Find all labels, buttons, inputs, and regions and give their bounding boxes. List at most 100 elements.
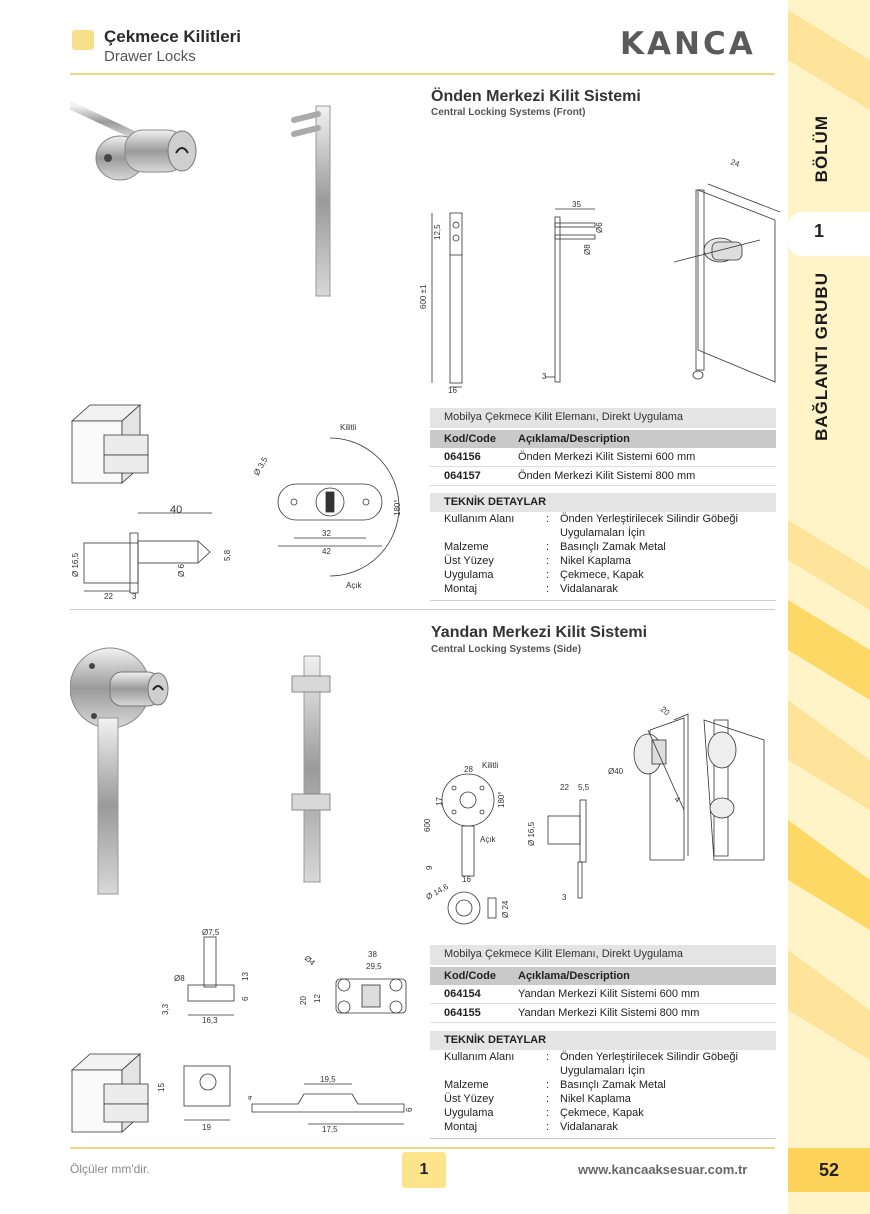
table-row: 064157 Önden Merkezi Kilit Sistemi 800 m… [430,467,776,486]
dim-24: 24 [729,157,741,169]
front-lock-side-drawing: 40 22 3 Ø 16,5 Ø 6 5,8 [71,505,232,600]
front-drawer-box [70,404,149,484]
tech-value: Uygulamaları İçin [560,527,645,539]
tech-row: Montaj:Vidalanarak [430,1120,776,1134]
section2-title: Yandan Merkezi Kilit Sistemi [431,624,648,641]
footer-divider [70,1147,775,1149]
tech-row: Malzeme:Basınçlı Zamak Metal [430,1078,776,1092]
page-subtitle: Drawer Locks [104,48,196,65]
dim-9: 9 [425,865,434,870]
dim-22b: 22 [560,783,569,792]
front-lock-face-drawing: Kilitli Açık Ø 3,5 32 42 180° [252,423,402,590]
dim-17-5: 17,5 [322,1125,338,1134]
tech-row: Montaj:Vidalanarak [430,582,776,596]
tech-key: Kullanım Alanı [444,1051,515,1063]
tech-row: Uygulama:Çekmece, Kapak [430,568,776,582]
tech-value: Nikel Kaplama [560,1093,631,1105]
section1-tech-details: TEKNİK DETAYLAR Kullanım Alanı:Önden Yer… [430,493,776,601]
tech-row: Kullanım Alanı:Önden Yerleştirilecek Sil… [430,1050,776,1064]
header-description: Açıklama/Description [518,970,630,982]
dim-600b: 600 [423,818,432,832]
dim-o3-5: Ø 3,5 [252,455,270,477]
dim-600: 600 ±1 [419,284,428,309]
front-rod-drawings: 600 ±1 16 12,5 35 Ø6 Ø8 3 [419,200,604,395]
tech-row: Üst Yüzey:Nikel Kaplama [430,554,776,568]
dim-3b: 3 [132,592,137,600]
dim-38: 38 [368,950,377,959]
tech-value: Çekmece, Kapak [560,1107,644,1119]
tech-row: Uygulamaları İçin [430,1064,776,1078]
header-code: Kod/Code [444,433,496,445]
tech-value: Nikel Kaplama [560,555,631,567]
tech-heading: TEKNİK DETAYLAR [430,1031,776,1050]
tech-sep: : [546,569,550,581]
tech-sep: : [546,1107,550,1119]
dim-13: 13 [241,972,250,981]
tech-heading: TEKNİK DETAYLAR [430,493,776,512]
page-number: 52 [788,1148,870,1192]
tech-row: Malzeme:Basınçlı Zamak Metal [430,540,776,554]
tech-sep: : [546,1079,550,1091]
table-row: 064154 Yandan Merkezi Kilit Sistemi 600 … [430,985,776,1004]
dim-o14-6: Ø 14,6 [425,882,451,902]
table-header: Kod/Code Açıklama/Description [430,430,776,448]
product-code: 064157 [444,470,481,482]
dim-16: 16 [448,386,457,395]
tech-key: Montaj [444,1121,478,1133]
side-bracket-drawing: Ø7,5 Ø8 13 3,3 6 16,3 [161,928,250,1025]
tech-sep [546,1064,560,1078]
tech-row: Uygulamaları İçin [430,526,776,540]
dim-15: 15 [157,1083,166,1092]
dim-o16-5: Ø 16,5 [71,552,80,577]
side-drawer-box [70,1053,149,1133]
tech-value: Vidalanarak [560,583,618,595]
tech-key: Üst Yüzey [444,555,494,567]
section1-subtitle: Central Locking Systems (Front) [431,107,586,118]
tech-value: Çekmece, Kapak [560,569,644,581]
dim-16b: 16 [462,875,471,884]
tech-key [430,1064,546,1078]
label-acik: Açık [346,581,363,590]
section-label: BÖLÜM [812,115,831,183]
label-kilitli-2: Kilitli [482,761,499,770]
tech-row: Uygulama:Çekmece, Kapak [430,1106,776,1120]
dim-4c: 4 [248,1095,254,1100]
page-title: Çekmece Kilitleri [104,27,242,46]
dim-20: 20 [659,705,672,718]
header-marker [72,30,94,50]
header-divider [70,73,775,75]
dim-42: 42 [322,547,331,556]
dim-19-5: 19,5 [320,1075,336,1084]
label-kilitli: Kilitli [340,423,357,432]
tech-key [430,526,546,540]
tech-row: Üst Yüzey:Nikel Kaplama [430,1092,776,1106]
tech-value: Önden Yerleştirilecek Silindir Göbeği [560,1051,738,1063]
tech-sep [546,526,560,540]
dim-12: 12 [313,994,322,1003]
section1-title: Önden Merkezi Kilit Sistemi [431,88,641,105]
tech-key: Kullanım Alanı [444,513,515,525]
product-description: Yandan Merkezi Kilit Sistemi 800 mm [518,1007,700,1019]
product-description: Önden Merkezi Kilit Sistemi 800 mm [518,470,696,482]
tech-value: Uygulamaları İçin [560,1065,645,1077]
section-divider [70,609,775,610]
dim-6c: 6 [405,1107,414,1112]
dim-5-8: 5,8 [223,549,232,561]
dim-o40: Ø40 [608,767,624,776]
product-description: Önden Merkezi Kilit Sistemi 600 mm [518,451,696,463]
side-tab-stripes [788,10,870,1060]
side-lock-photo [70,647,169,895]
tech-sep: : [546,513,550,525]
table-header: Kod/Code Açıklama/Description [430,967,776,985]
brand-logo: KANCA [620,26,756,62]
tech-key: Malzeme [444,541,489,553]
dim-19: 19 [202,1123,211,1132]
side-lock-plate-drawing: 15 19 [157,1065,231,1132]
tech-sep: : [546,583,550,595]
product-code: 064155 [444,1007,481,1019]
footer-url[interactable]: www.kancaaksesuar.com.tr [578,1162,748,1177]
product-description: Yandan Merkezi Kilit Sistemi 600 mm [518,988,700,1000]
tech-value: Basınçlı Zamak Metal [560,541,666,553]
group-label: BAĞLANTI GRUBU [812,272,831,441]
tech-sep: : [546,1121,550,1133]
